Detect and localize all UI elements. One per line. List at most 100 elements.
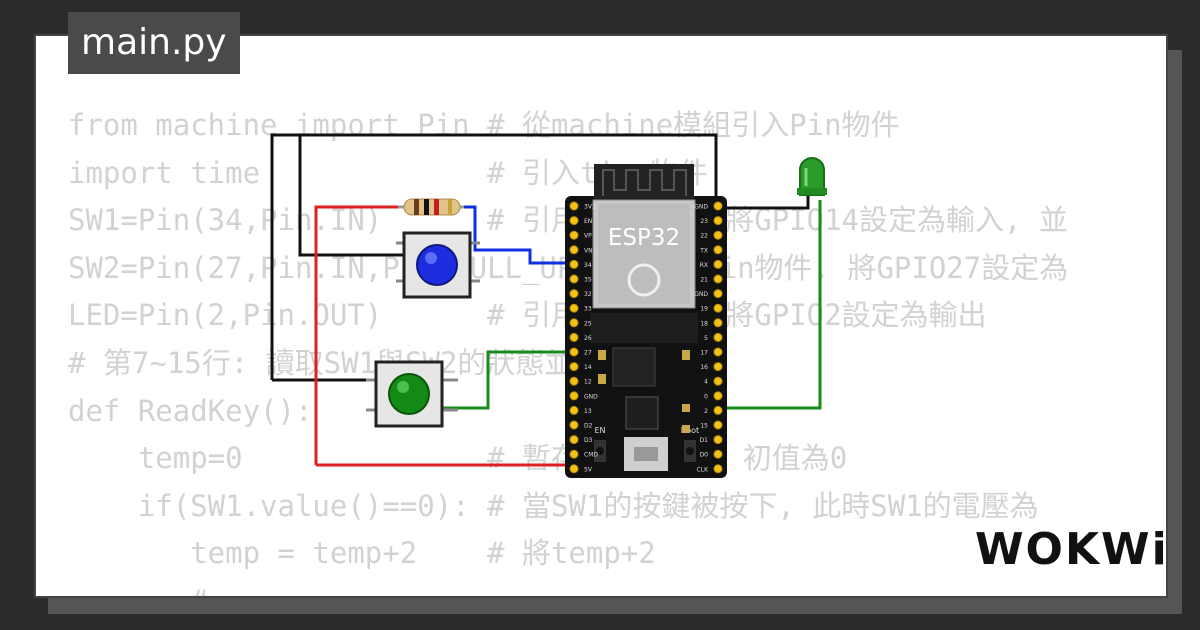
- pin-label: 19: [700, 306, 708, 313]
- pin-label: D0: [700, 452, 709, 459]
- pin-label: 23: [700, 218, 708, 225]
- code-line: # ...: [68, 584, 277, 596]
- pin-pad[interactable]: [569, 201, 579, 211]
- pin-label: 15: [700, 423, 708, 430]
- wire-green-led: [716, 200, 822, 410]
- wire-green-btn2: [440, 350, 578, 410]
- pin-pad[interactable]: [569, 289, 579, 299]
- pin-pad[interactable]: [713, 435, 723, 445]
- pin-pad[interactable]: [569, 245, 579, 255]
- pin-label: RX: [700, 262, 708, 269]
- wire-gnd-left: [270, 133, 718, 380]
- pin-label: VN: [584, 247, 593, 254]
- pin-pad[interactable]: [569, 362, 579, 372]
- pin-label: 5: [704, 335, 708, 342]
- pin-pad[interactable]: [713, 405, 723, 415]
- pin-pad[interactable]: [713, 449, 723, 459]
- pin-pad[interactable]: [713, 332, 723, 342]
- pin-pad[interactable]: [569, 391, 579, 401]
- pin-label: D1: [700, 437, 709, 444]
- pin-label: 14: [584, 364, 592, 371]
- pin-label: D2: [584, 423, 593, 430]
- pin-label: 21: [700, 277, 708, 284]
- pin-pad[interactable]: [713, 318, 723, 328]
- pin-label: 22: [700, 233, 708, 240]
- pin-pad[interactable]: [713, 259, 723, 269]
- pin-label: GND: [584, 393, 598, 400]
- pin-label: EN: [584, 218, 592, 225]
- pin-pad[interactable]: [713, 245, 723, 255]
- pin-pad[interactable]: [569, 318, 579, 328]
- pin-pad[interactable]: [713, 391, 723, 401]
- pin-label: 35: [584, 277, 592, 284]
- pin-label: CMD: [584, 452, 598, 459]
- pin-pad[interactable]: [569, 332, 579, 342]
- pin-pad[interactable]: [713, 216, 723, 226]
- pin-pad[interactable]: [713, 464, 723, 474]
- pin-pad[interactable]: [569, 303, 579, 313]
- led-green[interactable]: [797, 157, 827, 196]
- pin-pad[interactable]: [569, 464, 579, 474]
- pin-label: VP: [584, 233, 592, 240]
- wire-black: [270, 133, 810, 382]
- pin-label: 34: [584, 262, 592, 269]
- esp32-label: ESP32: [608, 225, 680, 251]
- pin-pad[interactable]: [569, 435, 579, 445]
- resistor[interactable]: [398, 198, 464, 216]
- en-label: EN: [594, 426, 605, 435]
- pin-pad[interactable]: [713, 201, 723, 211]
- pin-label: 16: [700, 364, 708, 371]
- pin-label: 2: [704, 408, 708, 415]
- pin-pad[interactable]: [569, 347, 579, 357]
- file-tab[interactable]: main.py: [68, 12, 240, 74]
- wire-blue: [462, 205, 578, 265]
- pin-label: 13: [584, 408, 592, 415]
- pin-pad[interactable]: [713, 274, 723, 284]
- pin-label: 27: [584, 350, 592, 357]
- pin-label: 26: [584, 335, 592, 342]
- pin-label: D3: [584, 437, 593, 444]
- pin-pad[interactable]: [713, 376, 723, 386]
- pin-label: 4: [704, 379, 708, 386]
- pin-label: 0: [704, 393, 708, 400]
- pin-label: 25: [584, 320, 592, 327]
- pin-label: 5V: [584, 466, 593, 473]
- pin-label: 3V3: [584, 204, 596, 211]
- pin-label: GND: [694, 291, 708, 298]
- push-button-green[interactable]: [366, 360, 458, 428]
- wokwi-logo: WOKWi: [975, 524, 1169, 575]
- pin-pad[interactable]: [713, 303, 723, 313]
- pin-label: CLK: [697, 466, 710, 473]
- pin-label: 18: [700, 320, 708, 327]
- pin-pad[interactable]: [569, 216, 579, 226]
- code-line: if(SW1.value()==0): # 當SW1的按鍵被按下, 此時SW1的…: [68, 488, 1039, 523]
- pin-pad[interactable]: [713, 420, 723, 430]
- wire-btn1-gnd: [298, 150, 408, 257]
- pin-label: 32: [584, 291, 592, 298]
- push-button-blue[interactable]: [396, 231, 480, 299]
- pin-pad[interactable]: [569, 230, 579, 240]
- pin-pad[interactable]: [713, 230, 723, 240]
- pin-label: 33: [584, 306, 592, 313]
- esp32-board[interactable]: ESP32 EN Boot 3V3ENVPVN34353233252627141…: [565, 164, 727, 478]
- wire-red: [314, 205, 400, 465]
- pin-pad[interactable]: [569, 405, 579, 415]
- pin-pad[interactable]: [713, 289, 723, 299]
- pin-pad[interactable]: [569, 274, 579, 284]
- code-line: temp = temp+2 # 將temp+2: [68, 536, 656, 571]
- wire-led-gnd: [716, 190, 810, 210]
- pin-label: TX: [699, 247, 708, 254]
- pin-pad[interactable]: [713, 362, 723, 372]
- code-line: def ReadKey():: [68, 393, 313, 428]
- pin-pad[interactable]: [569, 376, 579, 386]
- pin-pad[interactable]: [569, 259, 579, 269]
- espressif-logo-icon: [627, 263, 661, 297]
- pin-pad[interactable]: [713, 347, 723, 357]
- pin-label: 12: [584, 379, 592, 386]
- pin-label: GND: [694, 204, 708, 211]
- pin-pad[interactable]: [569, 449, 579, 459]
- pin-pad[interactable]: [569, 420, 579, 430]
